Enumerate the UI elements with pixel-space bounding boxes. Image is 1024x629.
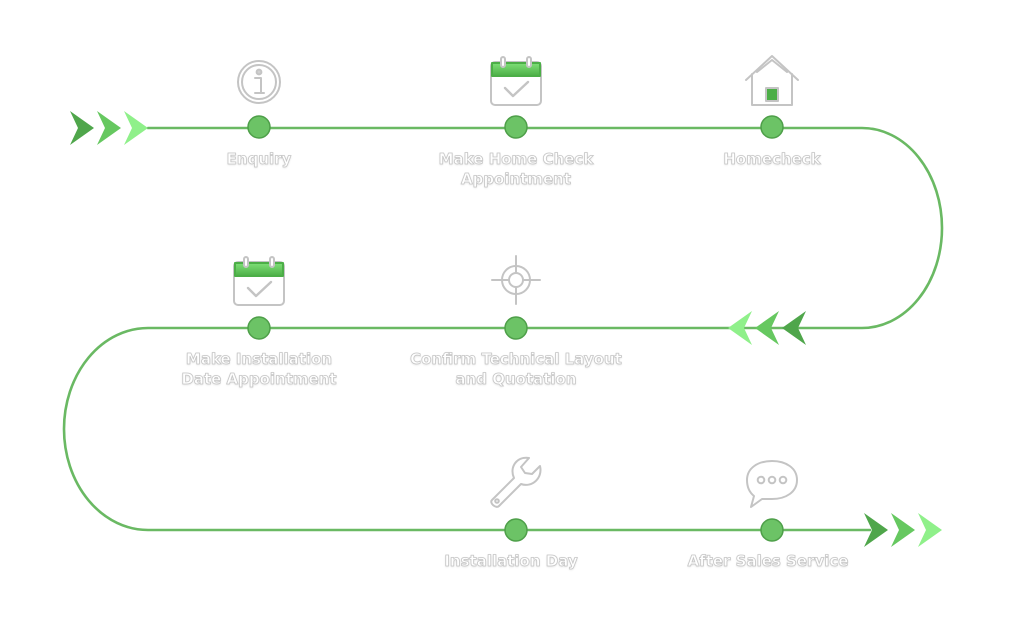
step-node-enquiry (247, 115, 271, 139)
chevron-left-icon (728, 311, 752, 345)
step-node-after-sales (760, 518, 784, 542)
step-label-after-sales: After Sales Service (687, 552, 849, 571)
step-node-installation-appointment (247, 316, 271, 340)
chevron-left-icon (755, 311, 779, 345)
step-label-homecheck: Homecheck (723, 150, 821, 169)
calendar-check-icon (490, 56, 542, 106)
step-label-installation-day: Installation Day (444, 552, 578, 571)
chevron-right-icon (70, 111, 94, 145)
step-label-technical-layout: Confirm Technical Layout and Quotation (410, 350, 623, 389)
wrench-icon (490, 456, 542, 508)
step-nodes (247, 115, 784, 542)
step-node-installation-day (504, 518, 528, 542)
info-icon (237, 60, 281, 104)
entry-arrows (70, 111, 148, 145)
exit-arrows (864, 513, 942, 547)
crosshair-icon (491, 255, 541, 305)
chevron-right-icon (864, 513, 888, 547)
chevron-right-icon (124, 111, 148, 145)
return-arrows (728, 311, 806, 345)
chat-bubble-icon (746, 460, 798, 508)
step-label-home-check-appointment: Make Home Check Appointment (438, 150, 594, 189)
step-node-technical-layout (504, 316, 528, 340)
step-node-home-check-appointment (504, 115, 528, 139)
home-icon (745, 55, 799, 106)
chevron-right-icon (891, 513, 915, 547)
step-node-homecheck (760, 115, 784, 139)
step-label-enquiry: Enquiry (226, 150, 292, 169)
step-label-installation-appointment: Make Installation Date Appointment (181, 350, 337, 389)
chevron-left-icon (782, 311, 806, 345)
chevron-right-icon (918, 513, 942, 547)
chevron-right-icon (97, 111, 121, 145)
calendar-check-icon (233, 256, 285, 306)
